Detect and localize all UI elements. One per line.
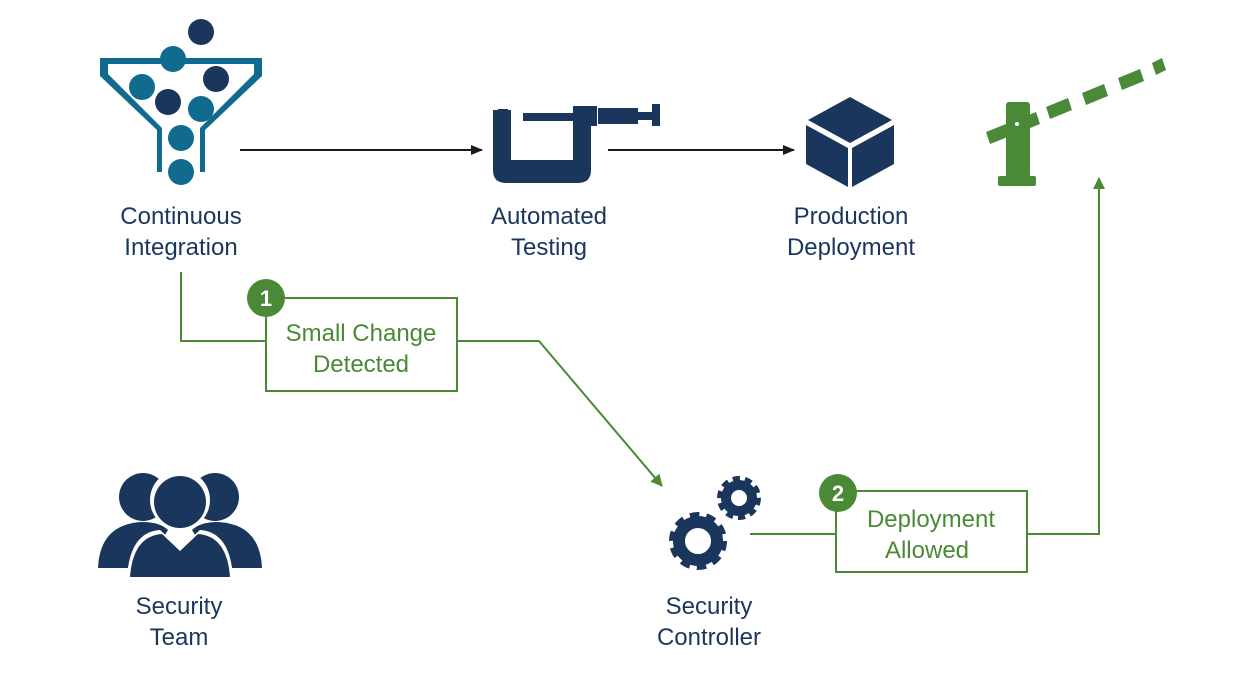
- arrow-step1-to-controller: [457, 340, 663, 487]
- step-2-number: 2: [832, 481, 844, 506]
- micrometer-icon: [493, 104, 660, 183]
- controller-label-line2: Controller: [657, 624, 761, 651]
- ci-label-line1: Continuous: [120, 203, 241, 230]
- funnel-icon: [100, 19, 262, 185]
- production-label-line1: Production: [794, 203, 909, 230]
- barrier-gate-icon: [986, 58, 1166, 186]
- step-2-label-line1: Deployment: [867, 506, 995, 533]
- production-label-line2: Deployment: [787, 234, 915, 261]
- people-icon: [98, 470, 262, 577]
- step-2-box: Deployment Allowed: [835, 490, 1028, 573]
- step-1-badge: [247, 279, 285, 317]
- arrow-step2-to-gate: [1027, 177, 1105, 535]
- gears-icon: [669, 476, 761, 570]
- step-1-label-line2: Detected: [313, 351, 409, 378]
- step-1-label-line1: Small Change: [286, 320, 437, 347]
- step-2-label-line2: Allowed: [885, 537, 969, 564]
- team-label-line1: Security: [136, 593, 223, 620]
- step-1-number: 1: [260, 286, 272, 311]
- step-2-badge: [819, 474, 857, 512]
- team-label-line2: Team: [150, 624, 209, 651]
- testing-label-line2: Testing: [511, 234, 587, 261]
- step-1-box: Small Change Detected: [265, 297, 458, 392]
- cube-icon: [806, 97, 894, 187]
- testing-label-line1: Automated: [491, 203, 607, 230]
- controller-label-line1: Security: [666, 593, 753, 620]
- connector-ci-to-step1: [180, 272, 266, 342]
- ci-label-line2: Integration: [124, 234, 237, 261]
